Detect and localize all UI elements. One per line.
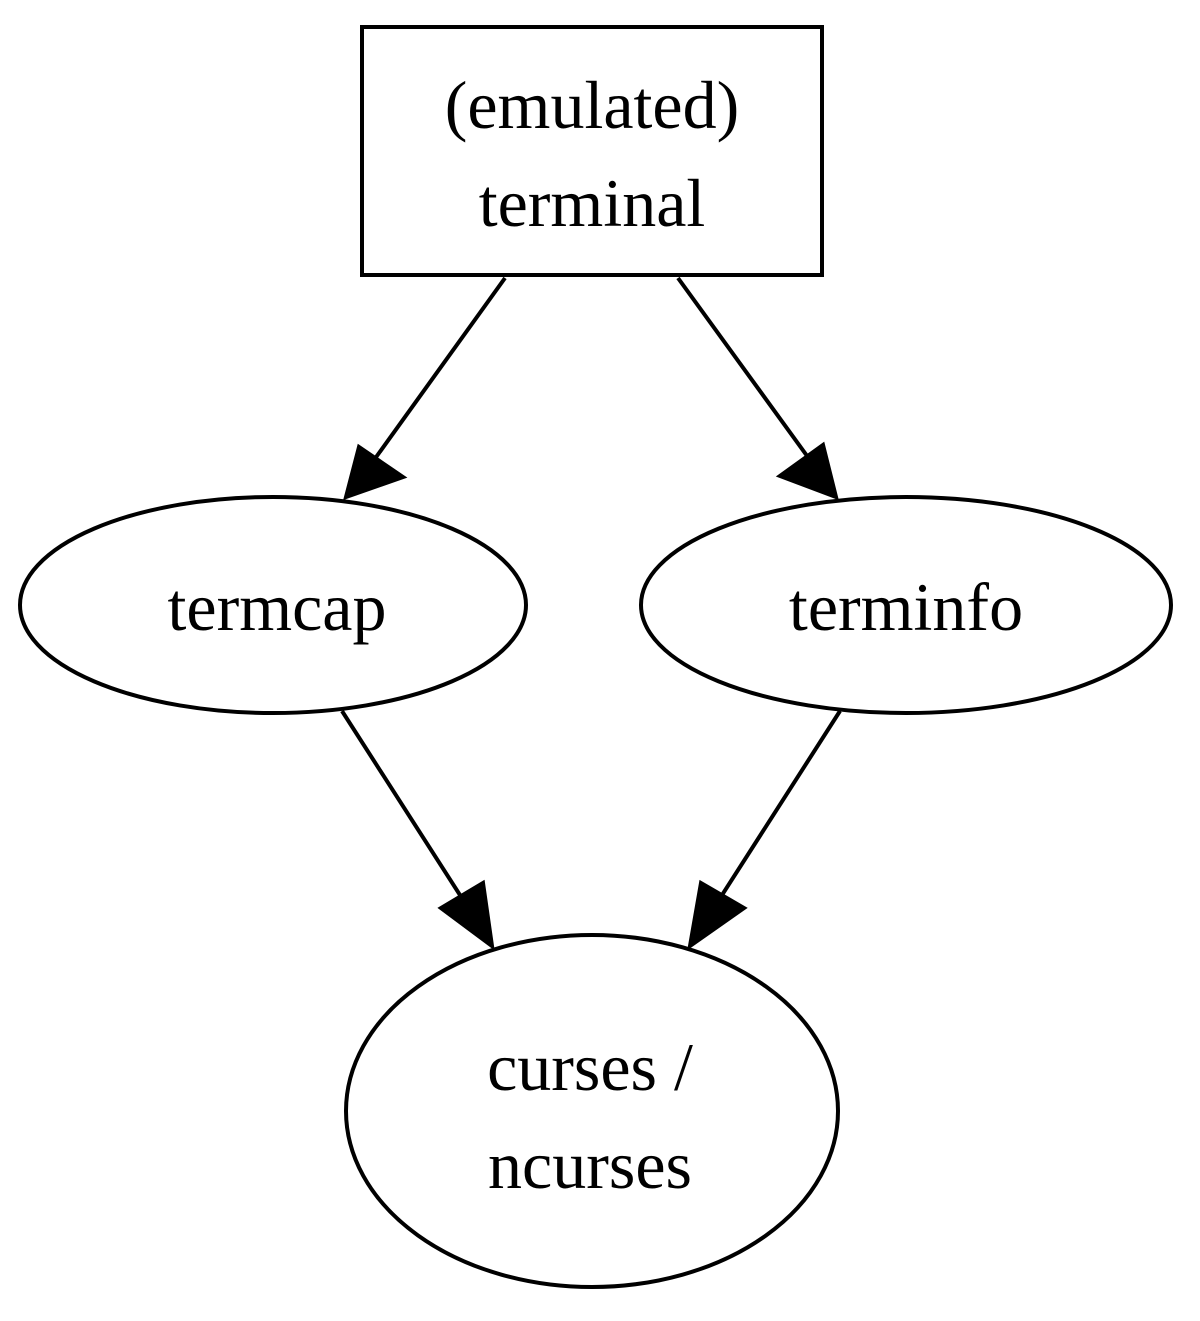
node-termcap: termcap — [18, 495, 528, 715]
node-terminal-box — [360, 25, 824, 277]
edge-termcap-curses — [340, 709, 495, 951]
node-terminal: (emulated) terminal — [360, 25, 824, 277]
edge-terminal-terminfo — [676, 276, 839, 501]
node-curses-label-line2: ncurses — [488, 1127, 692, 1203]
edge-terminal-termcap — [343, 276, 507, 501]
node-termcap-shape — [18, 495, 528, 715]
edge-terminfo-curses — [687, 709, 842, 951]
node-curses: curses / ncurses — [344, 933, 840, 1289]
node-terminal-label-line1: (emulated) — [445, 67, 740, 143]
node-curses-label-line1: curses / — [487, 1029, 693, 1105]
node-terminfo: terminfo — [639, 495, 1173, 715]
node-terminfo-shape — [639, 495, 1173, 715]
node-curses-shape — [344, 933, 840, 1289]
node-terminal-label-line2: terminal — [479, 165, 706, 241]
node-termcap-label: termcap — [168, 569, 387, 645]
node-terminfo-label: terminfo — [789, 569, 1023, 645]
